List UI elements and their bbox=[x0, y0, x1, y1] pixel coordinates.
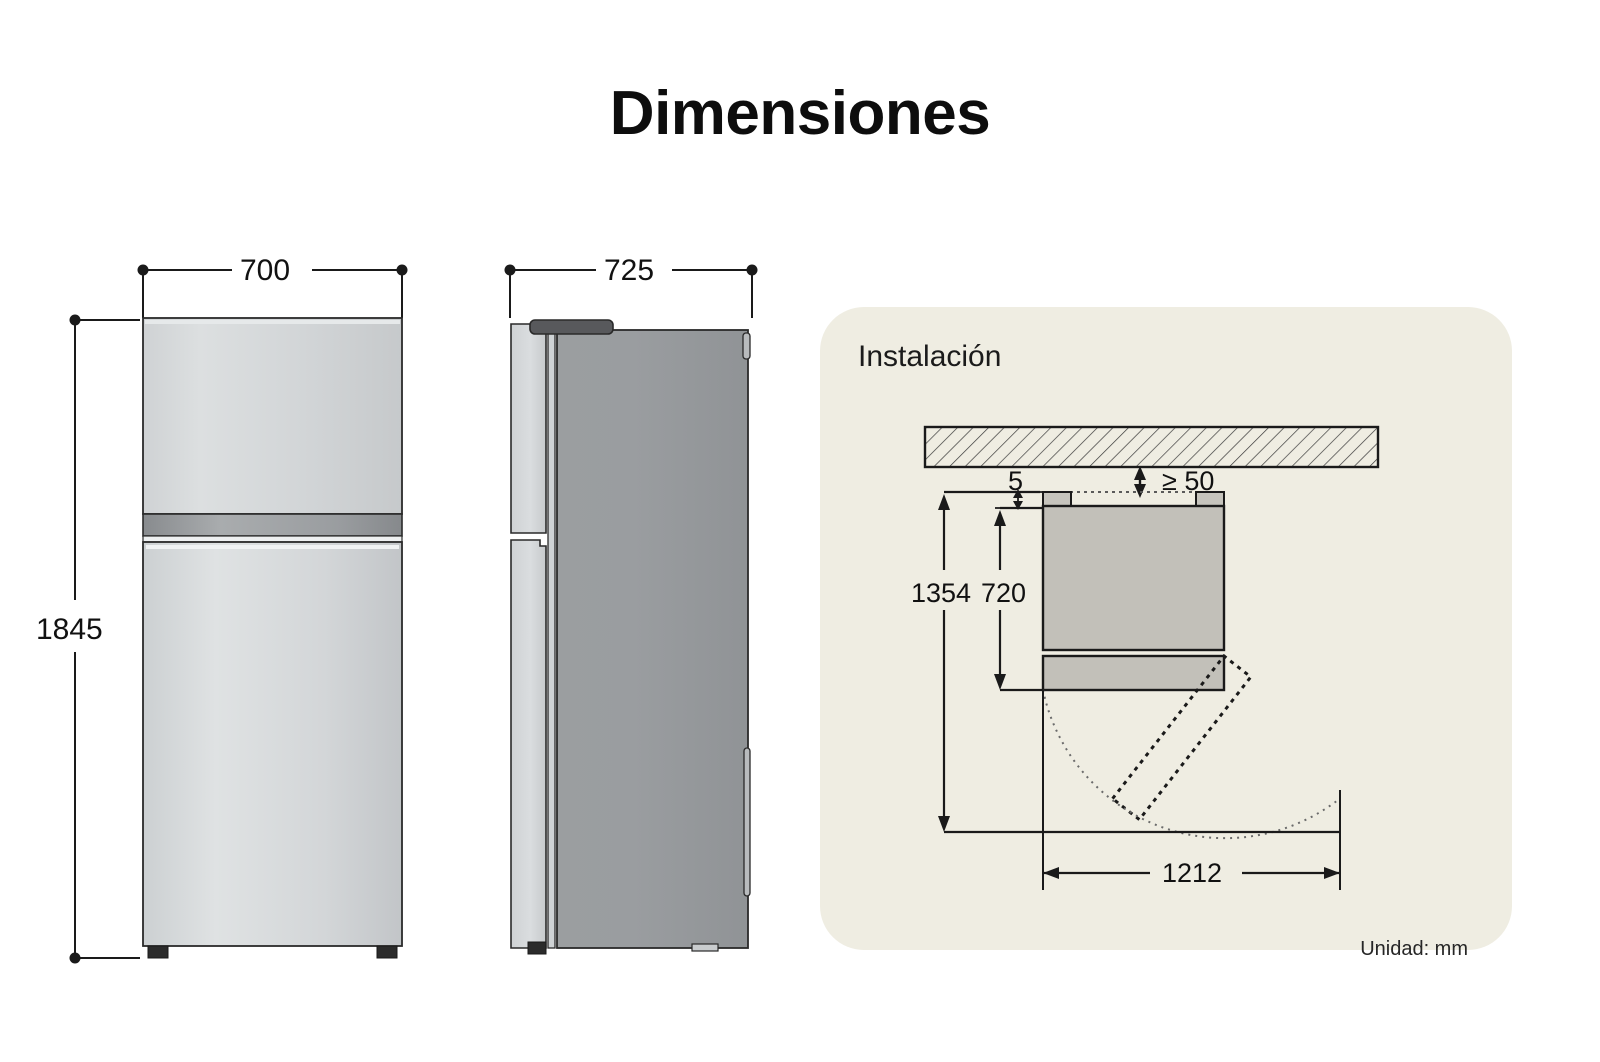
unit-note: Unidad: mm bbox=[1360, 938, 1468, 960]
arrow-head-up-small bbox=[1013, 489, 1023, 498]
plan-view-group bbox=[1041, 491, 1339, 840]
arrow-head-up bbox=[994, 510, 1006, 526]
plan-door-closed bbox=[1041, 654, 1226, 692]
arrow-head-down-small bbox=[1013, 501, 1023, 510]
dim-dot bbox=[137, 264, 149, 276]
front-view-group bbox=[69, 264, 408, 964]
dim-dot bbox=[504, 264, 516, 276]
clearance-wall-label: ≥ 50 bbox=[1162, 466, 1215, 496]
refrigerator-front-body bbox=[142, 317, 403, 959]
dim-dot bbox=[396, 264, 408, 276]
dim-dot bbox=[69, 952, 81, 964]
plan-hinge-tab-left bbox=[1042, 491, 1072, 507]
plan-door-open bbox=[1110, 653, 1253, 822]
installation-card-group bbox=[820, 307, 1512, 950]
front-width-label: 700 bbox=[240, 254, 291, 287]
arrow-head-right bbox=[1324, 867, 1340, 879]
dim-dot bbox=[69, 314, 81, 326]
side-depth-dimension bbox=[509, 269, 753, 318]
plan-door-width-label: 1212 bbox=[1162, 858, 1223, 888]
arrow-head-down bbox=[994, 674, 1006, 690]
side-tab-top bbox=[742, 332, 751, 360]
side-handle-top bbox=[529, 319, 614, 335]
front-width-dimension bbox=[142, 269, 403, 318]
side-foot-right bbox=[691, 943, 719, 952]
arrow-head-up bbox=[1134, 466, 1146, 480]
page-title: Dimensiones bbox=[609, 79, 991, 148]
refrigerator-side-body bbox=[510, 319, 751, 955]
plan-body-depth-label: 720 bbox=[981, 578, 1027, 608]
side-tab-lower bbox=[743, 747, 751, 897]
front-height-dimension bbox=[74, 319, 140, 959]
clearance-top-label: 5 bbox=[1008, 466, 1024, 496]
front-foot-right bbox=[376, 945, 398, 959]
front-height-label: 1845 bbox=[36, 613, 103, 646]
front-foot-left bbox=[147, 945, 169, 959]
side-foot-left bbox=[527, 941, 547, 955]
plan-depth-1354-dimension bbox=[942, 490, 1340, 834]
arrow-head-down bbox=[938, 816, 950, 832]
side-depth-label: 725 bbox=[604, 254, 655, 287]
plan-cabinet-body bbox=[1041, 504, 1226, 652]
side-view-group bbox=[504, 264, 758, 955]
plan-total-depth-label: 1354 bbox=[911, 578, 972, 608]
dim-dot bbox=[746, 264, 758, 276]
arrow-head-up bbox=[938, 494, 950, 510]
arrow-head-left bbox=[1043, 867, 1059, 879]
wall-hatch-bar bbox=[923, 425, 1380, 469]
installation-title: Instalación bbox=[858, 340, 1002, 373]
